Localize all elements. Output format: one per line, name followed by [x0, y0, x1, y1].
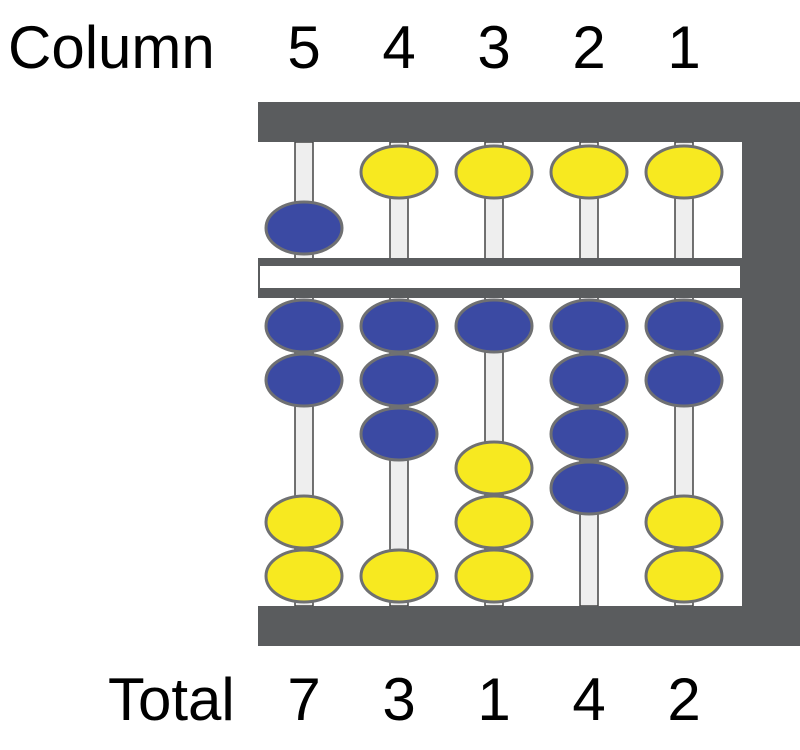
upper-bead-column-4 [359, 144, 439, 200]
upper-bead-column-2 [549, 144, 629, 200]
lower-bead-column-2 [549, 352, 629, 408]
column-label-2: 2 [572, 14, 606, 81]
lower-bead-column-5 [264, 298, 344, 354]
lower-bead-column-1 [644, 298, 724, 354]
abacus-bottom-bar [258, 606, 800, 646]
upper-bead-column-3 [454, 144, 534, 200]
upper-bead-column-1 [644, 144, 724, 200]
total-value-5: 7 [287, 666, 321, 733]
lower-bead-column-5 [264, 352, 344, 408]
abacus-beam [258, 258, 742, 298]
lower-bead-column-3 [454, 494, 534, 550]
total-value-4: 3 [382, 666, 416, 733]
upper-bead-column-5 [264, 200, 344, 256]
lower-bead-column-4 [359, 298, 439, 354]
column-header-title: Column [8, 14, 215, 81]
lower-bead-column-1 [644, 548, 724, 604]
lower-bead-column-5 [264, 494, 344, 550]
lower-bead-column-1 [644, 352, 724, 408]
total-value-3: 1 [477, 666, 511, 733]
lower-bead-column-1 [644, 494, 724, 550]
lower-bead-column-4 [359, 548, 439, 604]
column-label-4: 4 [382, 14, 416, 81]
lower-bead-column-2 [549, 298, 629, 354]
lower-bead-column-5 [264, 548, 344, 604]
lower-bead-column-2 [549, 406, 629, 462]
lower-bead-column-2 [549, 460, 629, 516]
abacus-top-bar [258, 102, 800, 142]
abacus-beads [264, 144, 724, 604]
lower-bead-column-4 [359, 406, 439, 462]
total-row-title: Total [108, 666, 235, 733]
lower-bead-column-3 [454, 440, 534, 496]
column-label-1: 1 [667, 14, 701, 81]
column-header-row: Column 5 4 3 2 1 [0, 18, 800, 98]
total-value-2: 4 [572, 666, 606, 733]
lower-bead-column-4 [359, 352, 439, 408]
column-label-5: 5 [287, 14, 321, 81]
lower-bead-column-3 [454, 548, 534, 604]
total-value-1: 2 [667, 666, 701, 733]
lower-bead-column-3 [454, 298, 534, 354]
column-label-3: 3 [477, 14, 511, 81]
total-row: Total 7 3 1 4 2 [0, 670, 800, 750]
abacus-right-frame [742, 142, 800, 606]
